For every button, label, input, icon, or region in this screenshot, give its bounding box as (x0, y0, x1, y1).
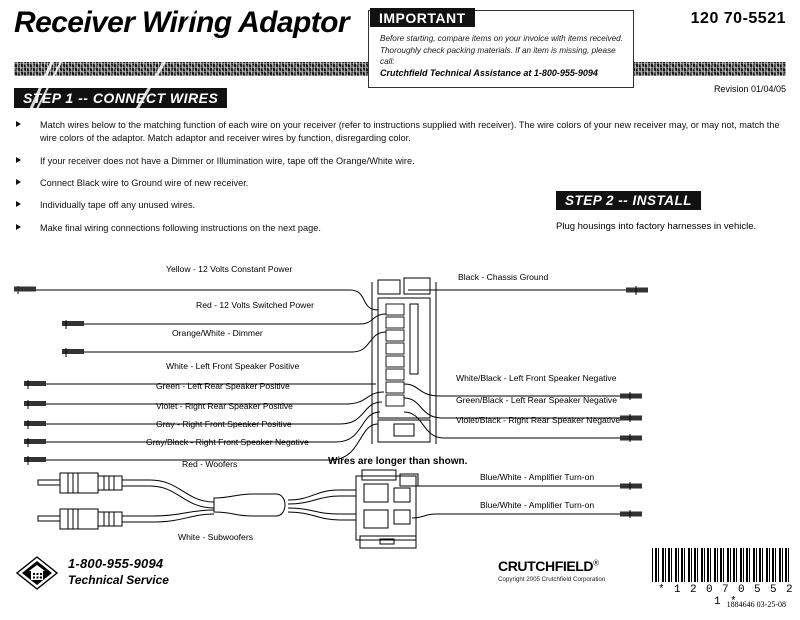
barcode: * 1 2 0 7 0 5 5 2 1 * (652, 548, 800, 608)
wire-label-left-3: White - Left Front Speaker Positive (166, 361, 299, 371)
bullet-arrow-icon (16, 179, 21, 186)
wire-label-left-7: Gray/Black - Right Front Speaker Negativ… (146, 437, 309, 447)
list-item-label: Match wires below to the matching functi… (40, 120, 780, 144)
wire-label-right-3: Violet/Black - Right Rear Speaker Negati… (456, 415, 620, 425)
barcode-bars (652, 548, 790, 582)
wire-label-left-6: Gray - Right Front Speaker Positive (156, 419, 292, 429)
wire-label-right-4: Blue/White - Amplifier Turn-on (480, 472, 594, 482)
wire-label-left-5: Violet - Right Rear Speaker Positive (156, 401, 293, 411)
list-item-label: Connect Black wire to Ground wire of new… (40, 178, 249, 189)
footer-phone: 1-800-955-9094 (68, 556, 164, 571)
important-phone-line: Crutchfield Technical Assistance at 1-80… (380, 68, 598, 78)
list-item: Connect Black wire to Ground wire of new… (14, 177, 784, 190)
wire-label-right-0: Black - Chassis Ground (458, 272, 548, 282)
scan-artifact (23, 40, 63, 124)
important-body: Before starting, compare items on your i… (380, 34, 623, 67)
step2-note: Plug housings into factory harnesses in … (556, 221, 757, 232)
registered-mark: ® (593, 558, 599, 568)
part-number: 120 70-5521 (690, 10, 786, 27)
wire-label-left-2: Orange/White - Dimmer (172, 328, 263, 338)
barcode-text: * 1 2 0 7 0 5 5 2 1 * (657, 584, 795, 608)
rca-label-0: Red - Woofers (182, 459, 237, 469)
list-item-label: Make final wiring connections following … (40, 222, 321, 233)
wire-label-left-4: Green - Left Rear Speaker Positive (156, 381, 290, 391)
crutchfield-house-logo-icon (16, 556, 58, 590)
list-item: Match wires below to the matching functi… (14, 119, 784, 146)
document-code: 1884646 03-25-08 (726, 600, 786, 609)
diagram-note: Wires are longer than shown. (328, 456, 468, 467)
list-item: If your receiver does not have a Dimmer … (14, 155, 784, 168)
wire-label-right-2: Green/Black - Left Rear Speaker Negative (456, 395, 617, 405)
step2-banner: STEP 2 -- INSTALL (556, 191, 702, 210)
bullet-arrow-icon (16, 156, 21, 163)
brand-name: CRUTCHFIELD (498, 558, 594, 574)
brand-logo: CRUTCHFIELD® (498, 558, 599, 574)
wire-label-right-5: Blue/White - Amplifier Turn-on (480, 500, 594, 510)
list-item: Make final wiring connections following … (14, 222, 784, 235)
wire-label-left-0: Yellow - 12 Volts Constant Power (166, 264, 292, 274)
wire-label-left-1: Red - 12 Volts Switched Power (196, 300, 314, 310)
list-item-label: Individually tape off any unused wires. (40, 200, 196, 211)
important-badge: IMPORTANT (370, 8, 475, 27)
revision-label: Revision 01/04/05 (713, 84, 786, 94)
bullet-arrow-icon (16, 121, 21, 127)
page-title: Receiver Wiring Adaptor (14, 6, 350, 39)
bullet-arrow-icon (16, 223, 21, 230)
list-item-label: If your receiver does not have a Dimmer … (40, 155, 415, 166)
instruction-list: Match wires below to the matching functi… (14, 119, 784, 244)
footer-service-label: Technical Service (68, 573, 169, 587)
list-item: Individually tape off any unused wires. (14, 199, 784, 212)
rca-label-1: White - Subwoofers (178, 532, 253, 542)
step1-banner: STEP 1 -- CONNECT WIRES (14, 88, 228, 108)
copyright-line: Copyright 2005 Crutchfield Corporation (498, 576, 606, 583)
wiring-diagram: Yellow - 12 Volts Constant Power Red - 1… (0, 252, 800, 552)
bullet-arrow-icon (16, 201, 21, 208)
wire-label-right-1: White/Black - Left Front Speaker Negativ… (456, 373, 617, 383)
